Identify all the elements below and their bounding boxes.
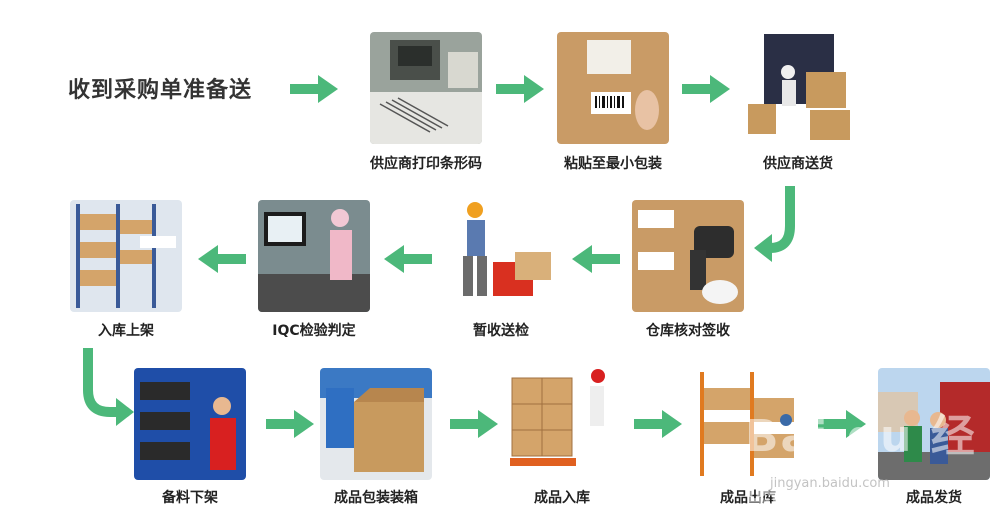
start-label: 收到采购单准备送 <box>68 78 253 103</box>
step-label: 成品入库 <box>534 490 590 506</box>
left-arrow-icon <box>572 245 620 273</box>
material-picking-photo <box>134 368 246 480</box>
right-arrow-icon <box>818 410 866 438</box>
step-label: 备料下架 <box>162 490 218 506</box>
baidu-watermark: Bai du 经验 <box>745 411 977 526</box>
left-arrow-icon <box>384 245 432 273</box>
step-label: IQC检验判定 <box>272 323 356 339</box>
product-shipping-photo <box>878 368 990 480</box>
step-label: 成品出库 <box>720 490 776 506</box>
warehouse-scan-photo <box>632 200 744 312</box>
left-arrow-icon <box>198 245 246 273</box>
step-label: 成品包装装箱 <box>334 490 418 506</box>
barcode-printer-photo <box>370 32 482 144</box>
curve-down-left-arrow-icon <box>754 186 795 262</box>
step-label: 暂收送检 <box>473 323 529 339</box>
label-sticking-photo <box>557 32 669 144</box>
right-arrow-icon <box>496 75 544 103</box>
pallet-jack-worker-photo <box>445 200 557 312</box>
step-label: 成品发货 <box>906 490 962 506</box>
product-warehousing-photo <box>506 368 618 480</box>
watermark-url: jingyan.baidu.com <box>770 476 890 491</box>
right-arrow-icon <box>634 410 682 438</box>
step-label: 入库上架 <box>98 323 154 339</box>
step-label: 供应商打印条形码 <box>370 156 482 172</box>
step-label: 仓库核对签收 <box>646 323 730 339</box>
iqc-inspection-photo <box>258 200 370 312</box>
step-label: 供应商送货 <box>763 156 833 172</box>
supplier-delivery-photo <box>742 32 854 144</box>
step-label: 粘贴至最小包装 <box>564 156 662 172</box>
right-arrow-icon <box>450 410 498 438</box>
right-arrow-icon <box>682 75 730 103</box>
product-packing-photo <box>320 368 432 480</box>
right-arrow-icon <box>290 75 338 103</box>
warehouse-shelves-photo <box>70 200 182 312</box>
product-outbound-photo <box>692 368 804 480</box>
curve-down-right-arrow-icon <box>83 348 134 426</box>
right-arrow-icon <box>266 410 314 438</box>
